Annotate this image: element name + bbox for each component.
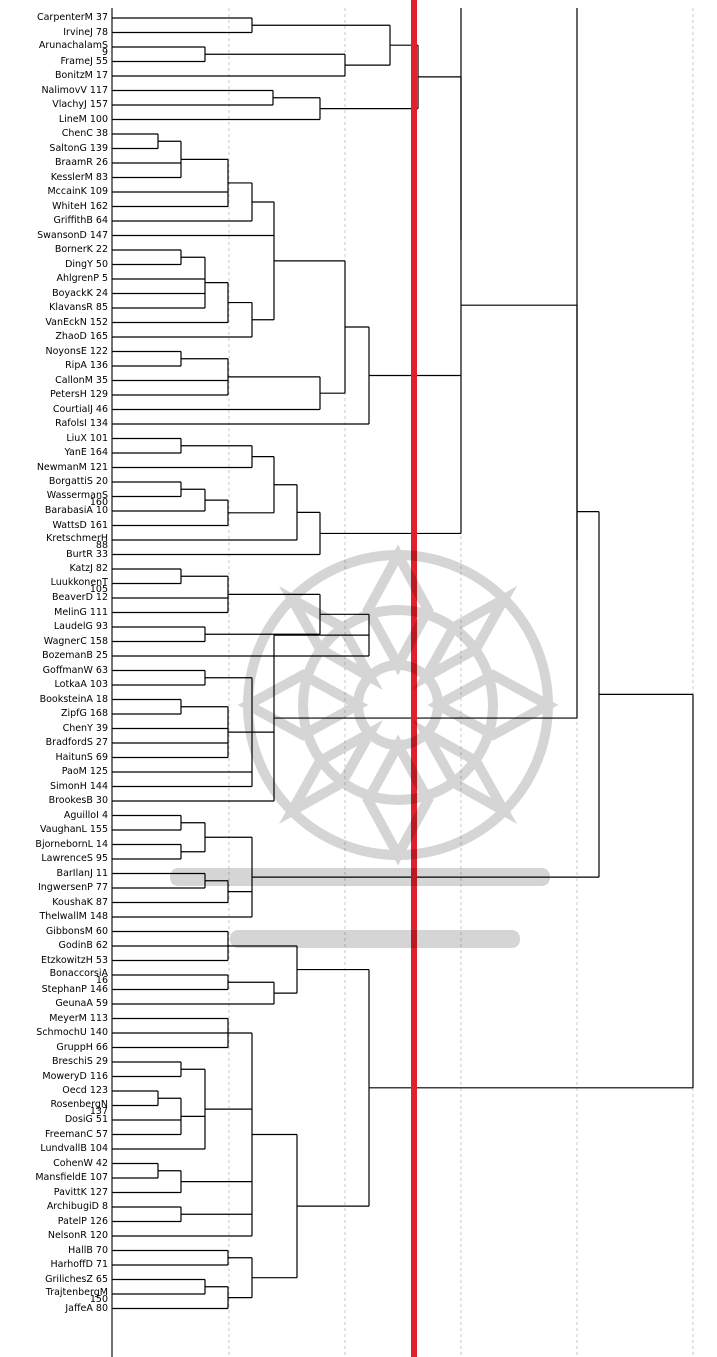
leaf-label: JaffeA 80: [65, 1302, 108, 1314]
leaf-label: EtzkowitzH 53: [40, 954, 108, 966]
leaf-label: RafolsI 134: [55, 418, 108, 429]
leaf-label: KoushaK 87: [52, 896, 108, 908]
leaf-label: BonitzM 17: [54, 70, 108, 81]
leaf-label: StephanP 146: [41, 983, 108, 995]
leaf-label: LundvallB 104: [40, 1143, 108, 1154]
leaf-label: GriffithB 64: [53, 215, 108, 226]
leaf-label: BoyackK 24: [52, 287, 108, 299]
leaf-label: IrvineJ 78: [63, 26, 108, 38]
leaf-label: BornerK 22: [54, 244, 108, 255]
leaf-label: SwansonD 147: [37, 229, 108, 241]
leaf-label: GoffmanW 63: [42, 664, 108, 676]
leaf-label: BrookesB 30: [48, 795, 108, 806]
leaf-label: CohenW 42: [53, 1157, 108, 1169]
leaf-label: YanE 164: [64, 447, 109, 458]
leaf-label: WhiteH 162: [52, 200, 108, 212]
leaf-label: BorgattiS 20: [48, 476, 108, 487]
leaf-label: ArchibugiD 8: [46, 1201, 108, 1212]
leaf-label: KesslerM 83: [50, 171, 108, 183]
leaf-label: LaudelG 93: [53, 621, 108, 632]
leaf-label: HallB 70: [68, 1244, 108, 1256]
leaf-label: MccainK 109: [47, 186, 108, 197]
leaf-label: SchmochU 140: [36, 1027, 108, 1038]
leaf-label: CourtialJ 46: [52, 403, 108, 415]
leaf-label: VaughanL 155: [40, 824, 108, 835]
leaf-label: KretschmerH 88: [46, 533, 108, 551]
leaf-label: LiuX 101: [66, 432, 108, 444]
leaf-label: FrameJ 55: [60, 55, 108, 67]
dendrogram-tree: [112, 8, 694, 1310]
leaf-label: BraamR 26: [54, 157, 108, 168]
leaf-label: CarpenterM 37: [36, 12, 108, 23]
leaf-label: KatzJ 82: [69, 563, 108, 574]
leaf-label: LawrenceS 95: [41, 853, 108, 864]
leaf-label: MeyerM 113: [49, 1012, 108, 1024]
leaf-label: NalimovV 117: [41, 84, 108, 96]
leaf-label: ArunachalamS 9: [38, 40, 108, 58]
leaf-label: PavittK 127: [53, 1186, 108, 1198]
leaf-label: ChenY 39: [62, 722, 108, 734]
leaf-label: GodinB 62: [58, 940, 109, 951]
leaf-label: ZhaoD 165: [55, 331, 108, 342]
leaf-label: BozemanB 25: [42, 650, 108, 661]
leaf-label: BeaverD 12: [52, 592, 108, 603]
leaf-label: BarabasiA 10: [44, 505, 108, 516]
leaf-label: HaitunS 69: [55, 751, 108, 763]
leaf-label: WagnerC 158: [43, 635, 108, 647]
leaf-label: BarIlanJ 11: [56, 867, 108, 879]
leaf-label: TrajtenbergM 150: [45, 1287, 108, 1305]
leaf-label: WassermanS 160: [46, 489, 108, 508]
leaf-label: AhlgrenP 5: [56, 273, 108, 284]
leaf-label: BjornebornL 14: [35, 838, 108, 850]
leaf-label: BooksteinA 18: [39, 693, 108, 705]
leaf-label: HarhoffD 71: [50, 1259, 108, 1270]
leaf-label: RosenbergN 137: [50, 1098, 108, 1117]
leaf-label: VanEckN 152: [45, 316, 108, 328]
leaf-label: ChenC 38: [61, 128, 108, 139]
leaf-label: BurtR 33: [66, 548, 108, 560]
leaf-label: BreschiS 29: [51, 1056, 108, 1067]
leaf-label: MansfieldE 107: [35, 1172, 108, 1183]
leaf-label: LuukkonenT 105: [50, 576, 108, 595]
leaf-label: KlavansR 85: [49, 302, 108, 313]
leaf-label: GeunaA 59: [55, 998, 108, 1009]
leaf-label: VlachyJ 157: [52, 99, 108, 110]
leaf-label: PaoM 125: [61, 766, 108, 777]
leaf-label: ThelwallM 148: [39, 911, 108, 922]
leaf-label: BradfordS 27: [45, 737, 108, 748]
leaf-label: CallonM 35: [55, 374, 108, 386]
leaf-label: Oecd 123: [62, 1085, 108, 1096]
leaf-label: IngwersenP 77: [37, 882, 108, 893]
leaf-label: GruppH 66: [56, 1041, 108, 1053]
leaf-label: LotkaA 103: [54, 679, 108, 690]
leaf-label: SimonH 144: [49, 780, 108, 792]
leaf-label: ZipfG 168: [60, 708, 108, 719]
leaf-label: PetersH 129: [50, 389, 108, 400]
leaf-label: FreemanC 57: [45, 1128, 108, 1140]
leaf-label: WattsD 161: [52, 519, 108, 531]
leaf-label: GrilichesZ 65: [45, 1273, 108, 1285]
leaf-label: LineM 100: [58, 113, 108, 125]
leaf-label: GibbonsM 60: [45, 925, 108, 937]
leaf-label: PatelP 126: [57, 1215, 108, 1227]
leaf-label: MelinG 111: [54, 606, 108, 618]
leaf-label: BonaccorsiA 16: [49, 968, 108, 986]
leaf-label: AguilloI 4: [63, 809, 108, 821]
leaf-label: RipA 136: [65, 360, 108, 371]
leaf-label: NewmanM 121: [36, 461, 108, 473]
leaf-label: MoweryD 116: [42, 1070, 108, 1082]
leaf-label: DosiG 51: [64, 1114, 108, 1125]
leaf-label: NoyonsE 122: [45, 345, 108, 357]
leaf-label: SaltonG 139: [49, 142, 108, 154]
leaf-label: NelsonR 120: [47, 1230, 108, 1241]
leaf-label: DingY 50: [65, 258, 108, 270]
